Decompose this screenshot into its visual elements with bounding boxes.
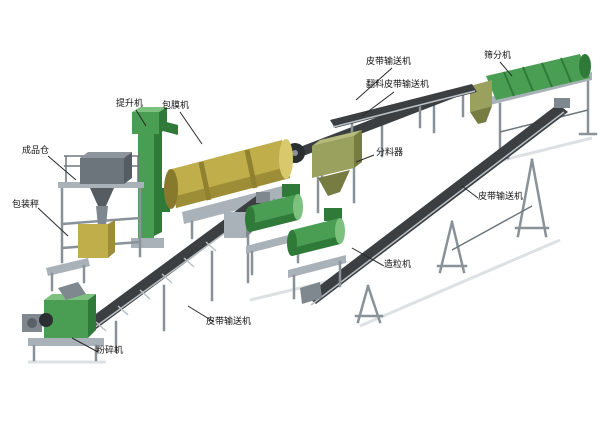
distributor-figure [312,130,362,214]
label-packaging-scale: 包装秤 [12,200,40,210]
label-turnover-belt-conveyor: 翻料皮带输送机 [366,80,430,90]
belt-conveyor-right-figure [300,98,570,324]
crusher-figure [22,282,104,362]
bucket-elevator-figure [131,107,178,248]
storage-bin [80,158,124,184]
label-distributor: 分料器 [376,148,404,158]
distributor-box [312,136,354,178]
label-coating-machine: 包膜机 [162,101,190,111]
label-belt-conveyor-bottom: 皮带输送机 [206,317,252,327]
label-bucket-elevator: 提升机 [116,99,144,109]
label-belt-conveyor-right: 皮带输送机 [478,192,524,202]
conveyor-belt [74,196,266,338]
screening-machine-figure [470,54,598,160]
label-belt-conveyor-top: 皮带输送机 [366,57,412,67]
label-finished-product-bin: 成品仓 [22,146,50,156]
finished-product-bin-figure [58,152,144,264]
packaging-scale-figure [46,206,115,292]
granulator-figure [224,184,346,300]
leader-lines [37,61,513,353]
label-screening-machine: 筛分机 [484,51,512,61]
label-crusher: 粉碎机 [96,346,124,356]
scale-body [78,224,108,258]
turnover-belt-conveyor-figure [330,84,477,148]
label-granulator: 造粒机 [384,260,412,270]
conveyor-belt [306,104,568,304]
